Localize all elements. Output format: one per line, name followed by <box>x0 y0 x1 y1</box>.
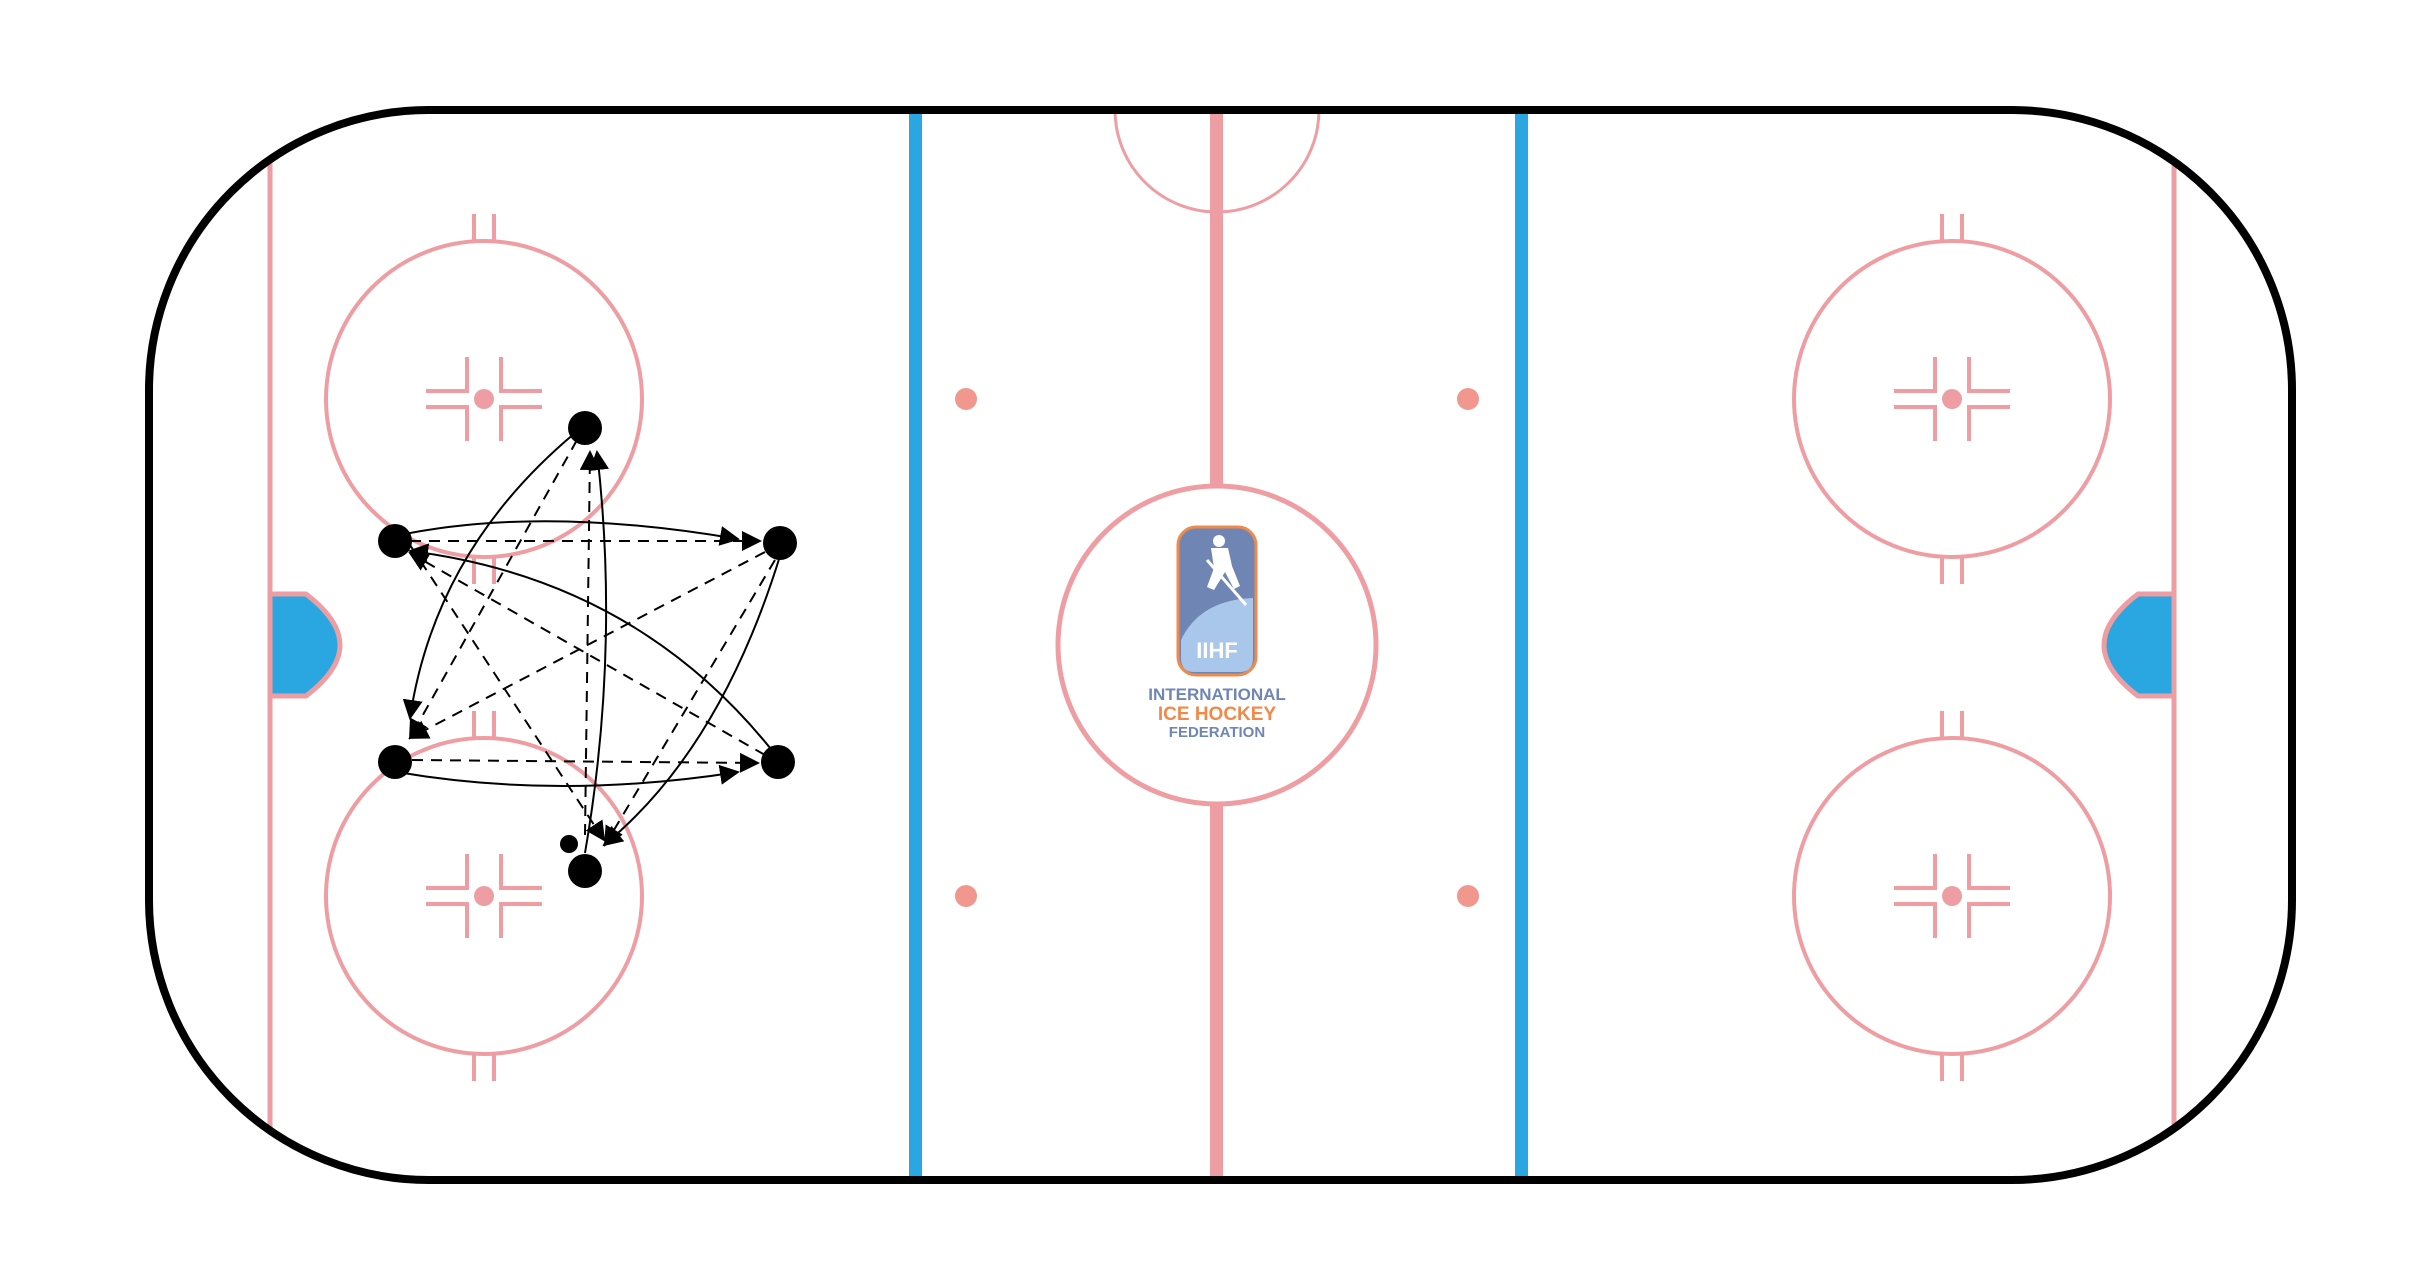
goal-crease-right <box>2101 591 2177 699</box>
faceoff-circle-right-bottom-corner-3 <box>1967 902 2010 938</box>
skate-path-left-low-to-right-low <box>396 764 740 787</box>
puck <box>560 835 578 853</box>
skate-path-bottom-to-top <box>584 450 610 854</box>
player-bottom-center <box>568 854 602 888</box>
iihf-logo: IIHF INTERNATIONAL ICE HOCKEY FEDERATION <box>1148 525 1286 741</box>
faceoff-circle-left-top-corner-0 <box>426 357 469 393</box>
players <box>378 411 797 888</box>
faceoff-circle-right-top <box>1792 214 2112 584</box>
skate-path-right-low-to-left-high <box>408 543 779 759</box>
player-left-high <box>378 524 412 558</box>
faceoff-circle-right-top-corner-3 <box>1967 405 2010 441</box>
blue-line-right <box>1515 110 1528 1180</box>
pass-right-high-to-bottom <box>603 559 776 847</box>
faceoff-circle-left-bottom-corner-0 <box>426 854 469 890</box>
rink-boards <box>145 106 2296 1184</box>
skate-path-left-high-to-right-high <box>394 520 740 546</box>
faceoff-circle-left-bottom-corner-3 <box>499 902 542 938</box>
faceoff-circle-right-bottom-ring <box>1792 736 2112 1056</box>
faceoff-circle-left-bottom <box>324 711 644 1081</box>
faceoff-circle-left-bottom-spot <box>474 886 494 906</box>
neutral-dot-tl <box>955 388 977 410</box>
player-left-low <box>378 745 412 779</box>
pass-paths <box>408 439 776 847</box>
faceoff-circle-right-top-ring <box>1792 239 2112 559</box>
pass-left-high-to-bottom <box>409 544 606 842</box>
faceoff-circle-right-bottom <box>1792 711 2112 1081</box>
neutral-dot-bl <box>955 885 977 907</box>
faceoff-circle-left-top-corner-2 <box>426 405 469 441</box>
pass-bottom-to-top <box>579 450 600 836</box>
faceoff-circle-left-top-corner-3 <box>499 405 542 441</box>
faceoff-circle-right-top-spot <box>1942 389 1962 409</box>
center-red-line-bottom <box>1210 805 1223 1180</box>
faceoff-circle-right-top-corner-2 <box>1894 405 1937 441</box>
faceoff-circle-right-bottom-spot <box>1942 886 1962 906</box>
faceoff-circle-right-bottom-corner-1 <box>1967 854 2010 890</box>
center-red-line-top <box>1210 110 1223 488</box>
iihf-emblem-globe <box>1181 598 1253 672</box>
faceoff-circle-right-bottom-corner-0 <box>1894 854 1937 890</box>
goal-crease-left <box>267 591 343 699</box>
faceoff-circle-right-top-corner-0 <box>1894 357 1937 393</box>
player-top-center <box>568 411 602 445</box>
faceoff-circle-left-top-ring <box>324 239 644 559</box>
pass-left-low-to-right-low <box>411 752 760 773</box>
faceoff-circle-right-bottom-corner-2 <box>1894 902 1937 938</box>
faceoff-circle-left-bottom-corner-2 <box>426 902 469 938</box>
iihf-emblem-text: IIHF <box>1196 638 1238 663</box>
hockey-player-icon <box>1205 535 1248 606</box>
faceoff-circle-left-top-corner-1 <box>499 357 542 393</box>
logo-line-1: INTERNATIONAL <box>1148 685 1286 704</box>
player-right-high <box>763 526 797 560</box>
logo-line-2: ICE HOCKEY <box>1158 704 1277 725</box>
skate-path-right-high-to-bottom <box>602 555 781 847</box>
faceoff-circle-left-top-spot <box>474 389 494 409</box>
faceoff-circle-left-top <box>324 214 644 584</box>
referee-crease <box>1113 110 1321 214</box>
faceoff-circle-left-bottom-corner-1 <box>499 854 542 890</box>
neutral-dot-tr <box>1457 388 1479 410</box>
faceoff-circle-left-bottom-ring <box>324 736 644 1056</box>
skate-paths <box>394 432 781 854</box>
skate-path-top-to-left-low <box>402 432 576 720</box>
neutral-dot-br <box>1457 885 1479 907</box>
blue-line-left <box>909 110 922 1180</box>
logo-line-3: FEDERATION <box>1169 724 1265 741</box>
faceoff-circle-right-top-corner-1 <box>1967 357 2010 393</box>
player-right-low <box>761 745 795 779</box>
